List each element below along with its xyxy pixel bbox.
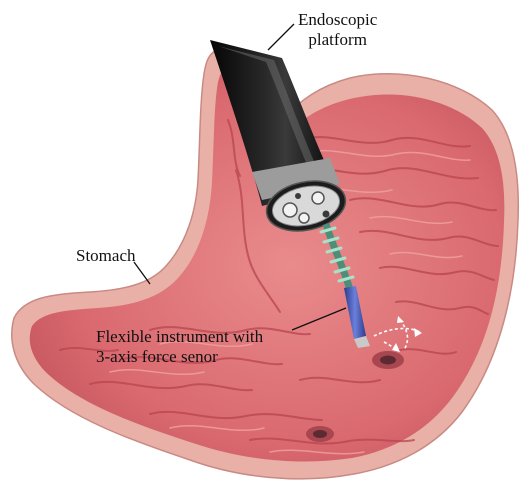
lesion-upper [372, 351, 404, 369]
leader-endoscopic-platform [268, 24, 294, 50]
leader-stomach [134, 262, 150, 284]
label-flexible-instrument-line2: 3-axis force senor [96, 347, 263, 367]
label-flexible-instrument-line1: Flexible instrument with [96, 327, 263, 347]
label-endoscopic-platform: Endoscopic platform [298, 10, 377, 50]
label-flexible-instrument: Flexible instrument with 3-axis force se… [96, 327, 263, 367]
label-endoscopic-platform-line2: platform [298, 30, 377, 50]
label-stomach: Stomach [76, 246, 136, 266]
label-endoscopic-platform-line1: Endoscopic [298, 10, 377, 30]
lesion-lower [306, 426, 334, 442]
